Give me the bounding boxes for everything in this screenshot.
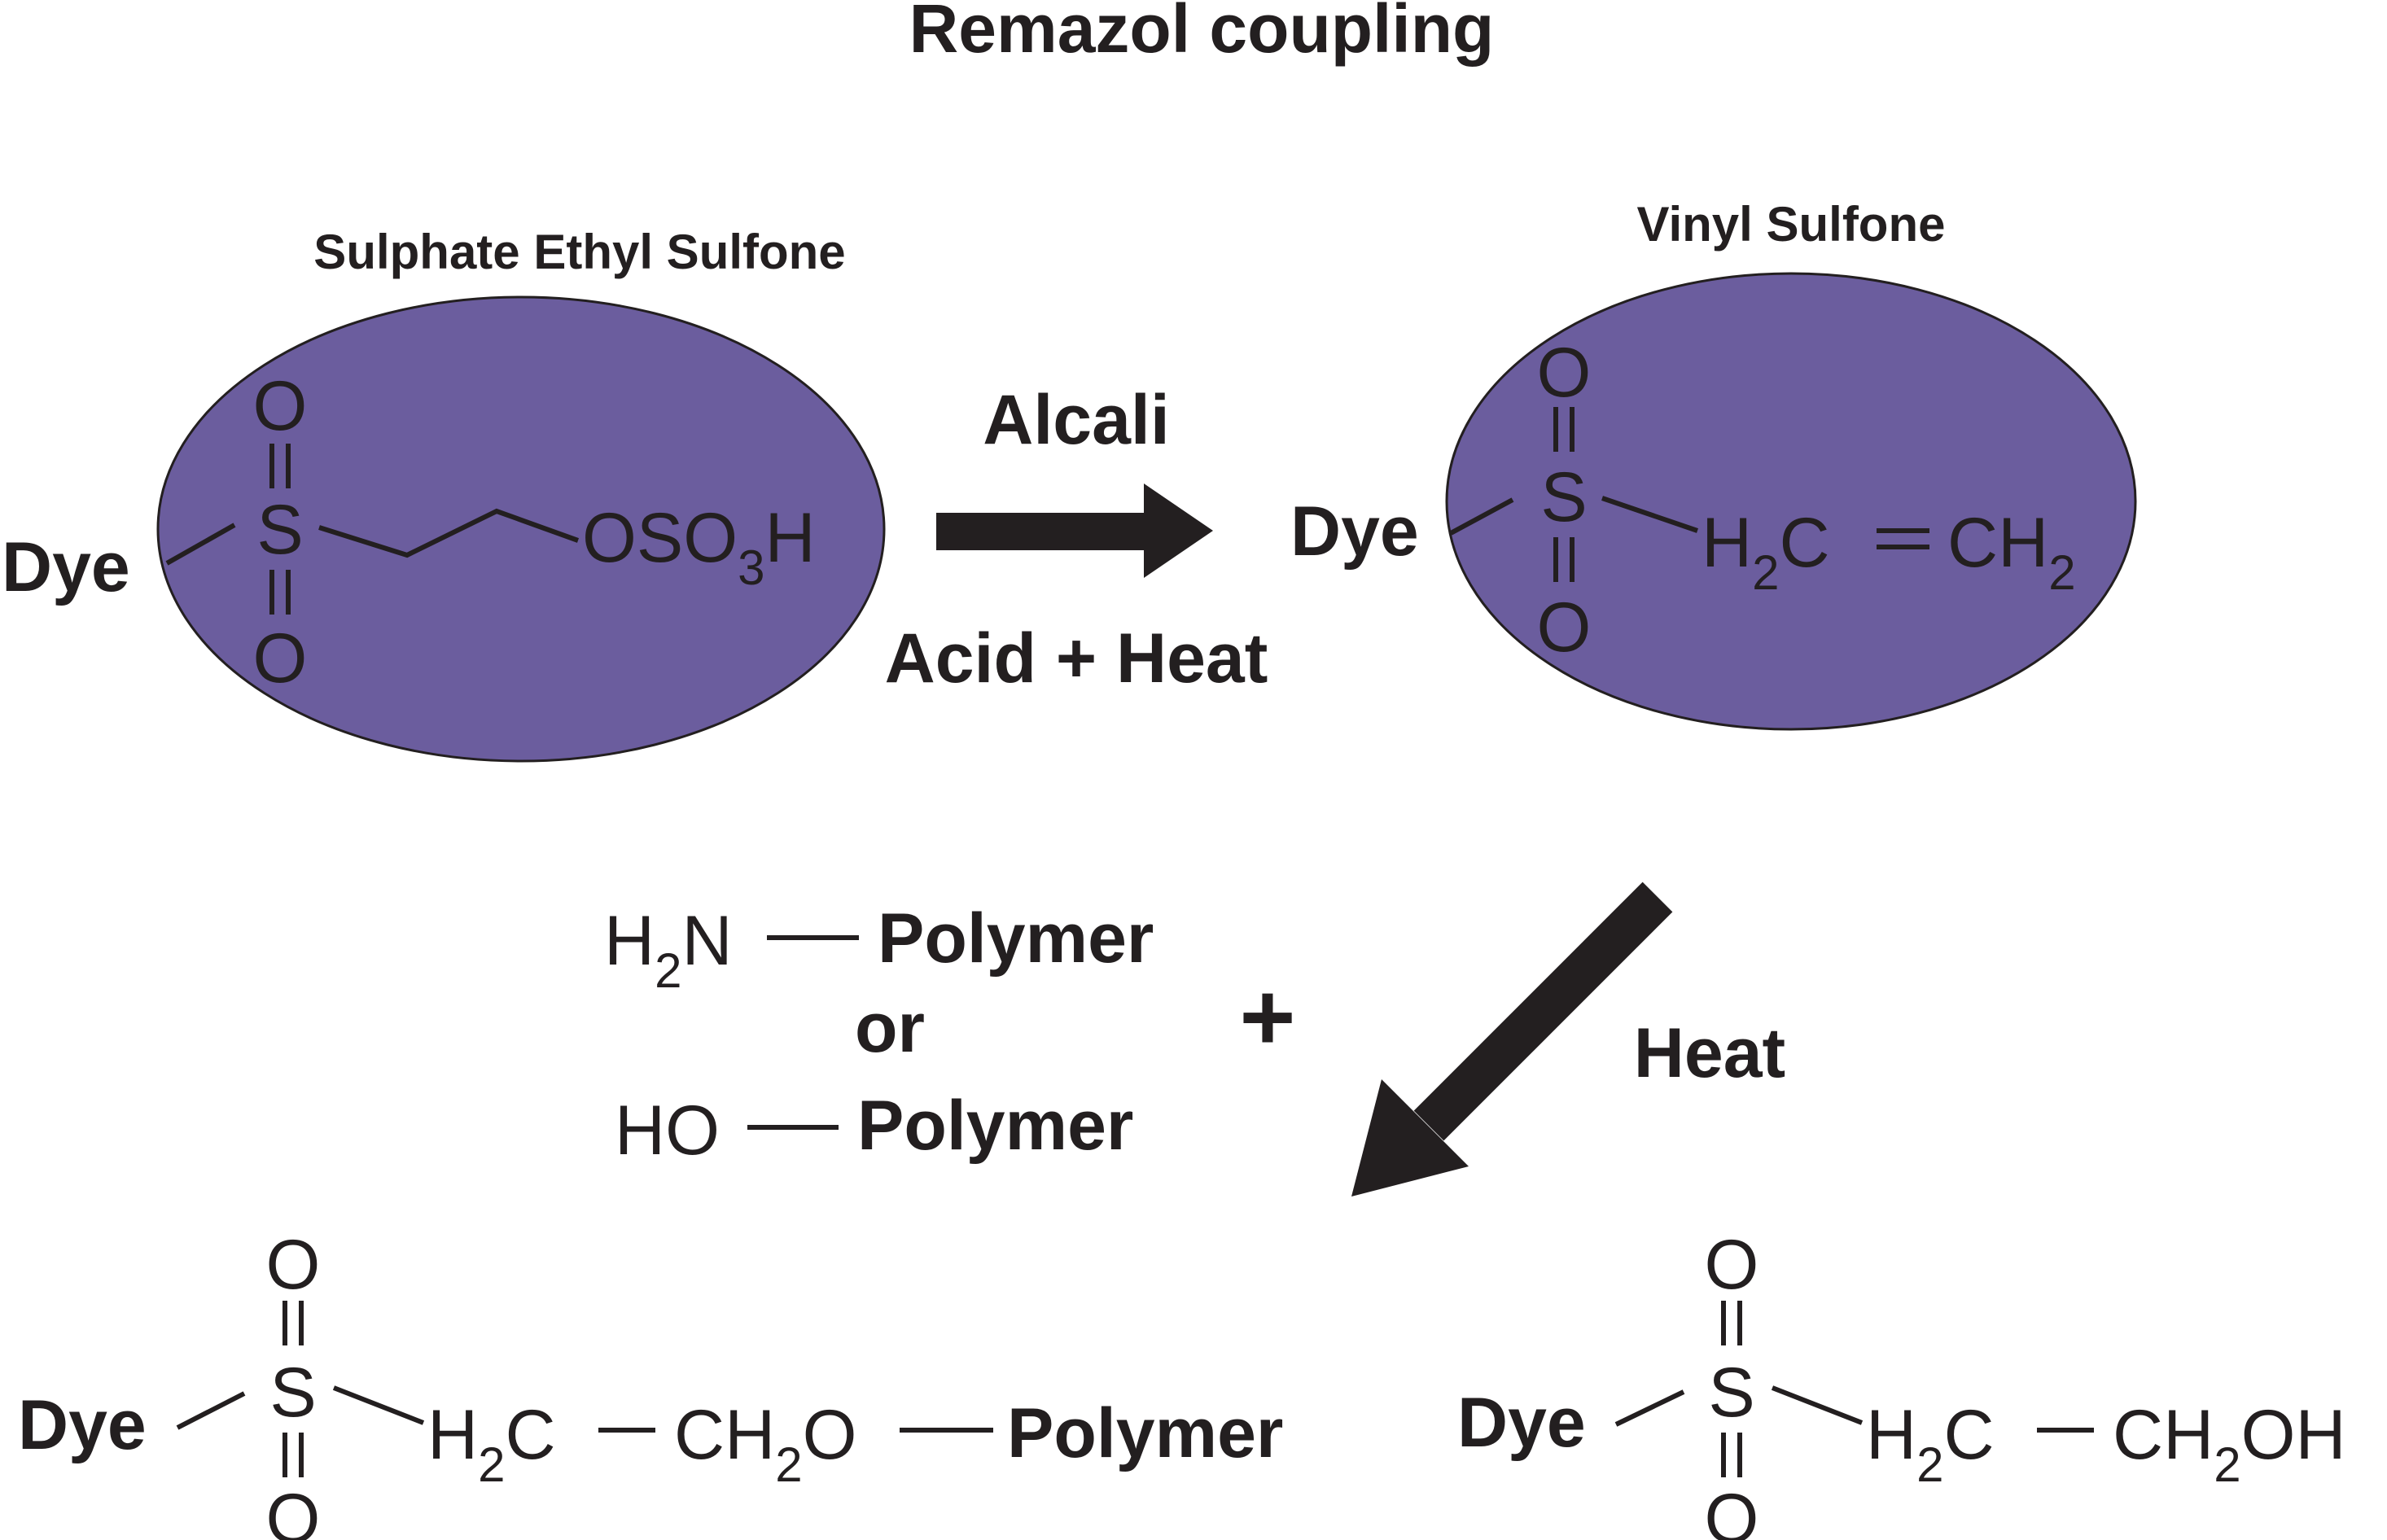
hydrolyzed-sulfur: S <box>1708 1354 1754 1432</box>
pp-bond-s-c <box>332 1385 425 1425</box>
reactant-sulfur: S <box>256 491 303 569</box>
polymer-product-dye: Dye <box>18 1386 147 1464</box>
product-hydrolyzed-dye: Dye O S O H2C CH2OH <box>1457 1226 2346 1540</box>
reagent-or: or <box>855 989 925 1067</box>
reagent-polymer-2: Polymer <box>857 1087 1133 1165</box>
polymer-product-sulfur: S <box>269 1354 316 1432</box>
hy-bond-dye-s <box>1614 1389 1685 1427</box>
reagent-h2n: H2N <box>604 902 733 998</box>
product-vinyl-sulfone: Vinyl Sulfone Dye O S O H2C CH2 <box>1290 197 2137 731</box>
condition-acid-heat: Acid + Heat <box>885 619 1268 698</box>
vinyl-label: Vinyl Sulfone <box>1637 197 1946 252</box>
hydrolyzed-h2c: H2C <box>1866 1396 1995 1492</box>
reactant-oso3h: OSO3H <box>582 499 816 595</box>
reactant-ellipse <box>156 295 886 763</box>
arrow-diagonal-group <box>1351 882 1673 1197</box>
plus-sign: + <box>1240 964 1296 1071</box>
reactant-label: Sulphate Ethyl Sulfone <box>313 225 845 279</box>
vinyl-o-top: O <box>1537 334 1592 412</box>
vinyl-sulfur: S <box>1540 458 1587 536</box>
ethyl-chain-bond <box>318 508 580 558</box>
bond-dye-s <box>165 523 236 566</box>
polymer-product-polymer: Polymer <box>1007 1394 1283 1472</box>
vinyl-bond-dye-s <box>1449 497 1514 536</box>
reactant-dye: Dye <box>2 528 130 606</box>
condition-heat: Heat <box>1634 1014 1785 1092</box>
arrow-right <box>936 483 1213 578</box>
arrow-diagonal-head <box>1351 1079 1469 1197</box>
hy-bond-s-c <box>1771 1385 1864 1425</box>
reagent-ho: HO <box>615 1092 720 1170</box>
vinyl-dye: Dye <box>1290 492 1419 571</box>
reactant-o-top: O <box>253 367 308 445</box>
product-dye-polymer: Dye O S O H2C CH2O Polymer <box>18 1226 1283 1540</box>
reactant-sulphate-ethyl-sulfone: Sulphate Ethyl Sulfone Dye O S O OSO3H <box>2 225 886 763</box>
polymer-product-o-top: O <box>266 1226 321 1304</box>
polymer-product-ch2o: CH2O <box>674 1396 857 1492</box>
reagent-polymer-1: Polymer <box>878 899 1154 978</box>
polymer-product-h2c: H2C <box>427 1396 556 1492</box>
vinyl-h2c: H2C <box>1702 504 1830 600</box>
reagent-polymer: H2N Polymer or HO Polymer + <box>604 899 1295 1170</box>
hydrolyzed-o-top: O <box>1705 1226 1759 1304</box>
vinyl-bond-s-c <box>1601 496 1698 533</box>
hydrolyzed-o-bottom: O <box>1705 1480 1759 1540</box>
hydrolyzed-ch2oh: CH2OH <box>2113 1396 2346 1492</box>
condition-alcali: Alcali <box>983 381 1169 459</box>
vinyl-o-bottom: O <box>1537 588 1592 667</box>
polymer-product-o-bottom: O <box>266 1480 321 1540</box>
pp-bond-dye-s <box>176 1391 246 1430</box>
vinyl-ellipse <box>1445 272 2137 731</box>
reactant-o-bottom: O <box>253 619 308 698</box>
hydrolyzed-dye: Dye <box>1457 1384 1586 1462</box>
arrow-diagonal-shaft <box>1413 882 1673 1141</box>
diagram-title: Remazol coupling <box>909 0 1495 67</box>
vinyl-ch2: CH2 <box>1947 504 2076 600</box>
